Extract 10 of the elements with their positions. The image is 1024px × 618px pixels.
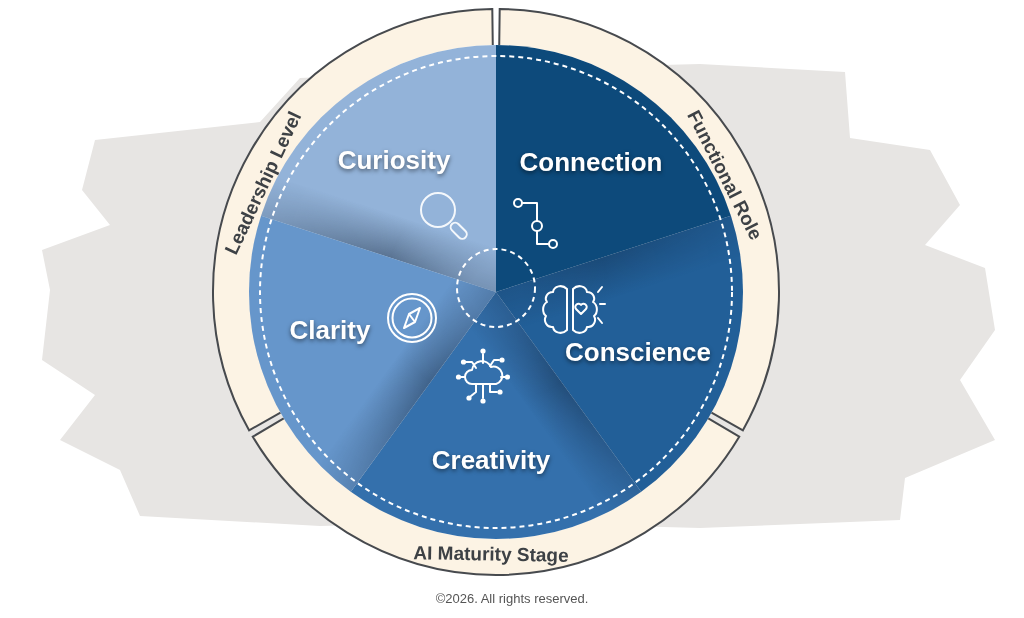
copyright-note: ©2026. All rights reserved. xyxy=(435,590,589,608)
segment-label: Creativity xyxy=(431,447,551,473)
segment-label: Connection xyxy=(519,149,663,175)
ring-label: AI Maturity Stage xyxy=(413,543,570,565)
ring-band xyxy=(250,417,742,577)
ring-band xyxy=(211,7,494,432)
ring-band xyxy=(498,7,781,432)
segment-label: Clarity xyxy=(289,317,371,343)
segment-label: Curiosity xyxy=(337,147,451,173)
segment-label: Conscience xyxy=(565,339,711,365)
